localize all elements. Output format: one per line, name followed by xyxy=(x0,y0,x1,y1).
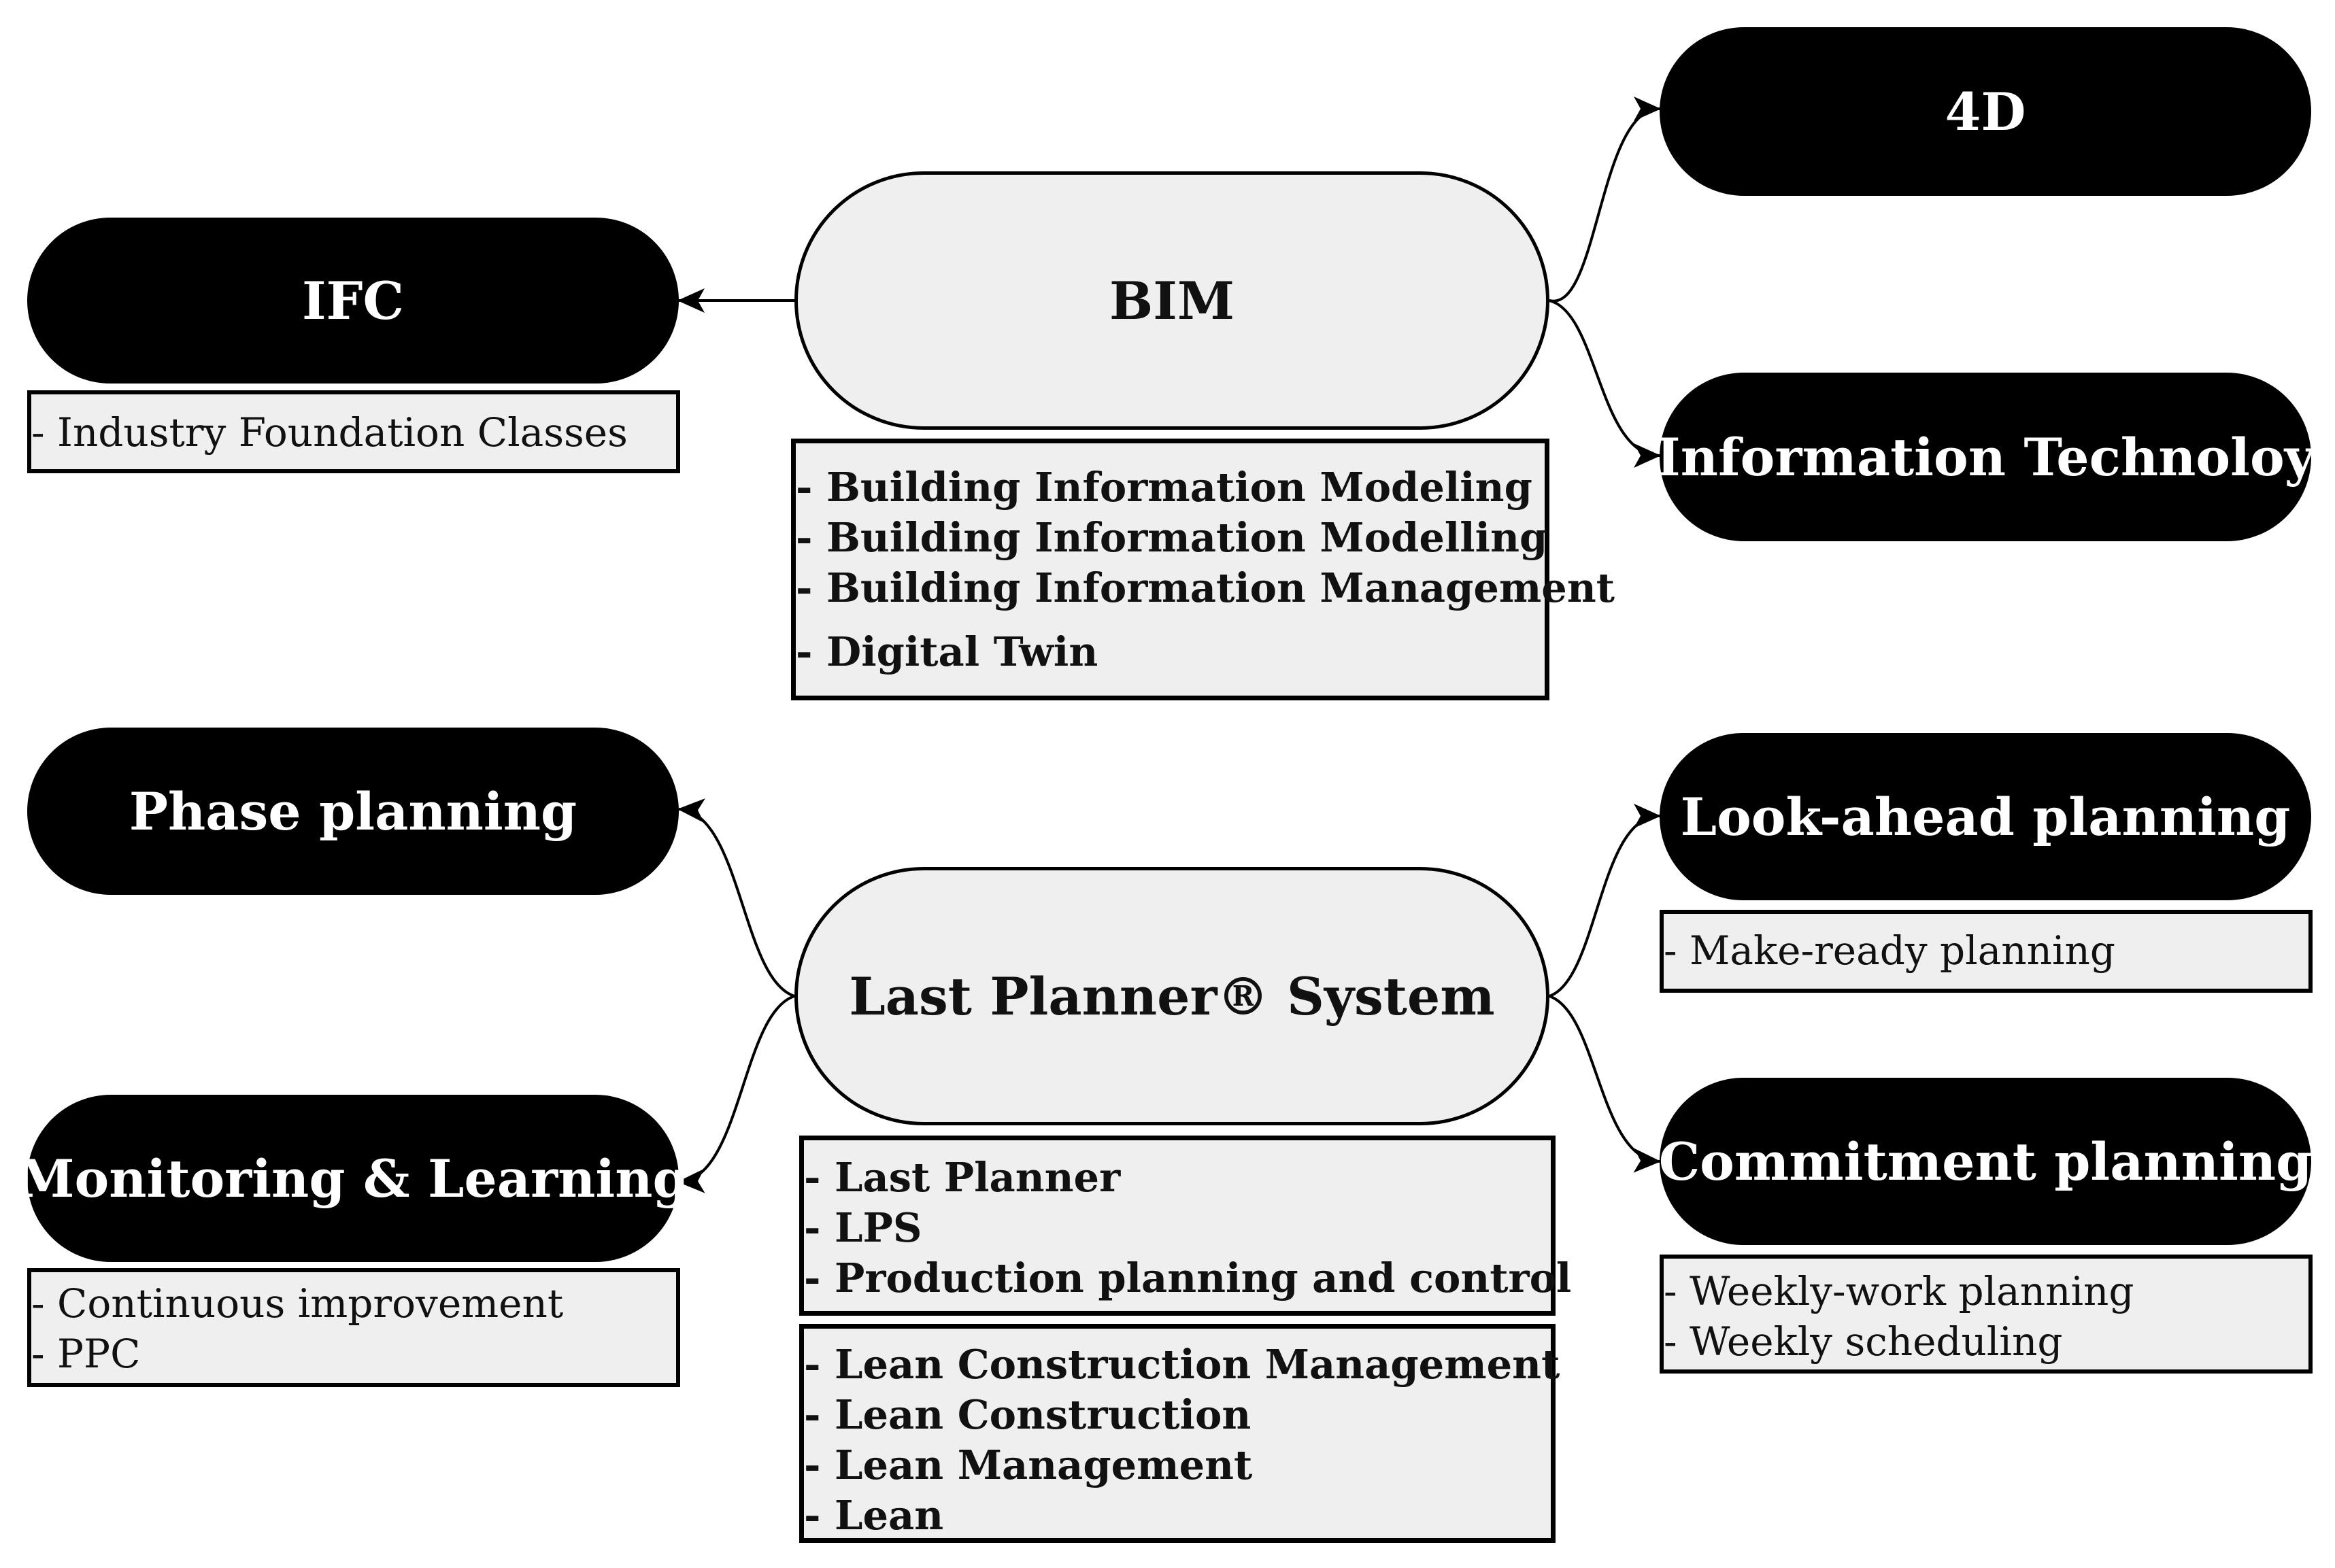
bim-node: BIM xyxy=(794,171,1549,430)
bim-synonym: - Building Information Management xyxy=(796,564,1615,611)
bim-synonym: - Digital Twin xyxy=(796,628,1098,675)
arrow-lps-to-monitoring xyxy=(677,995,795,1193)
arrow-lps-to-phase xyxy=(677,798,795,998)
lean-synonyms-box: - Lean Construction Management - Lean Co… xyxy=(799,1324,1560,1543)
arrow-bim-to-4d xyxy=(1549,97,1661,303)
lookahead-planning-node: Look-ahead planning xyxy=(1660,733,2311,900)
lean-synonym: - Lean Management xyxy=(804,1442,1253,1488)
bim-synonyms-box: - Building Information Modeling - Buildi… xyxy=(791,439,1615,700)
ifc-synonym: - Industry Foundation Classes xyxy=(31,409,628,456)
phase-planning-node: Phase planning xyxy=(27,728,679,895)
arrow-lps-to-lookahead xyxy=(1549,804,1661,998)
monitoring-learning-node: Monitoring & Learning xyxy=(17,1095,689,1262)
commitment-synonym: - Weekly scheduling xyxy=(1664,1318,2063,1365)
lean-synonym: - Lean Construction xyxy=(804,1391,1252,1438)
lps-synonym: - Production planning and control xyxy=(804,1255,1572,1301)
lps-label: Last Planner® System xyxy=(849,966,1495,1027)
monitoring-synonym: - Continuous improvement xyxy=(31,1280,564,1327)
ifc-label: IFC xyxy=(302,270,404,331)
lookahead-synonyms-box: - Make-ready planning xyxy=(1660,910,2313,993)
lps-synonyms-box: - Last Planner - LPS - Production planni… xyxy=(799,1136,1571,1316)
arrow-bim-to-it xyxy=(1549,299,1661,468)
phase-planning-label: Phase planning xyxy=(129,781,577,842)
lean-synonym: - Lean xyxy=(804,1492,944,1539)
bim-label: BIM xyxy=(1109,270,1234,331)
commitment-synonyms-box: - Weekly-work planning - Weekly scheduli… xyxy=(1660,1255,2313,1374)
lps-synonym: - Last Planner xyxy=(804,1154,1121,1201)
ifc-node: IFC xyxy=(27,218,679,384)
information-technology-label: Information Technoloy xyxy=(1656,426,2315,488)
commitment-planning-node: Commitment planning xyxy=(1658,1078,2313,1245)
4d-label: 4D xyxy=(1945,81,2026,142)
lps-synonym: - LPS xyxy=(804,1204,922,1251)
lean-synonym: - Lean Construction Management xyxy=(804,1341,1560,1388)
4d-node: 4D xyxy=(1660,27,2311,196)
ifc-synonyms-box: - Industry Foundation Classes xyxy=(27,390,680,473)
arrow-lps-to-commitment xyxy=(1549,995,1661,1173)
commitment-planning-label: Commitment planning xyxy=(1658,1131,2313,1192)
monitoring-synonym: - PPC xyxy=(31,1331,141,1377)
lps-node: Last Planner® System xyxy=(794,867,1549,1125)
commitment-synonym: - Weekly-work planning xyxy=(1664,1268,2134,1314)
bim-synonym: - Building Information Modelling xyxy=(796,514,1548,561)
information-technology-node: Information Technoloy xyxy=(1656,373,2315,541)
lookahead-planning-label: Look-ahead planning xyxy=(1680,786,2291,847)
monitoring-learning-label: Monitoring & Learning xyxy=(17,1148,689,1209)
bim-synonym: - Building Information Modeling xyxy=(796,464,1532,511)
monitoring-synonyms-box: - Continuous improvement - PPC xyxy=(27,1268,680,1387)
lookahead-synonym: - Make-ready planning xyxy=(1664,927,2116,974)
